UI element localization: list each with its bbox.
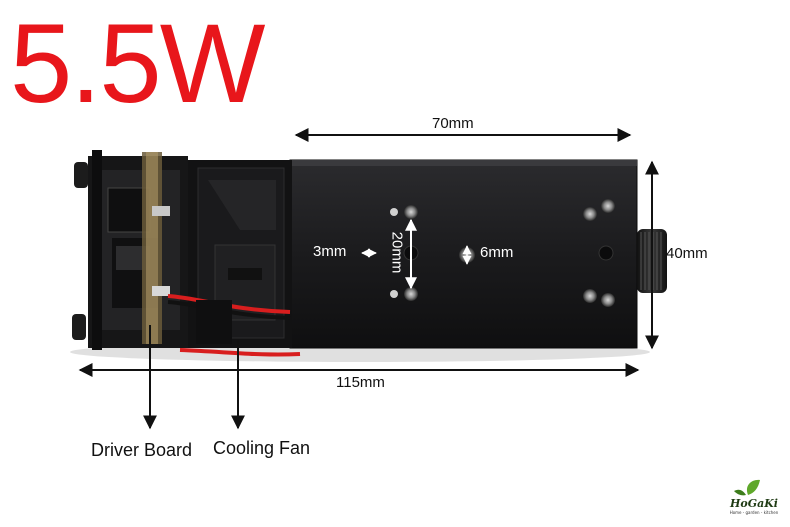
label-20mm: 20mm: [388, 231, 406, 274]
label-6mm: 6mm: [480, 244, 514, 261]
leaf-icon: [734, 479, 760, 496]
logo-tagline: Home - garden - kitchen: [729, 510, 779, 515]
label-70mm: 70mm: [432, 115, 474, 132]
power-rating-title: 5.5W: [10, 1, 265, 126]
label-115mm: 115mm: [336, 374, 385, 391]
label-driver-board: Driver Board: [91, 440, 193, 460]
brand-logo: HoGaKi Home - garden - kitchen: [722, 477, 786, 521]
label-40mm: 40mm: [666, 245, 708, 262]
logo-name: HoGaKi: [730, 497, 778, 510]
label-cooling-fan: Cooling Fan: [213, 438, 311, 458]
label-3mm: 3mm: [313, 243, 347, 260]
